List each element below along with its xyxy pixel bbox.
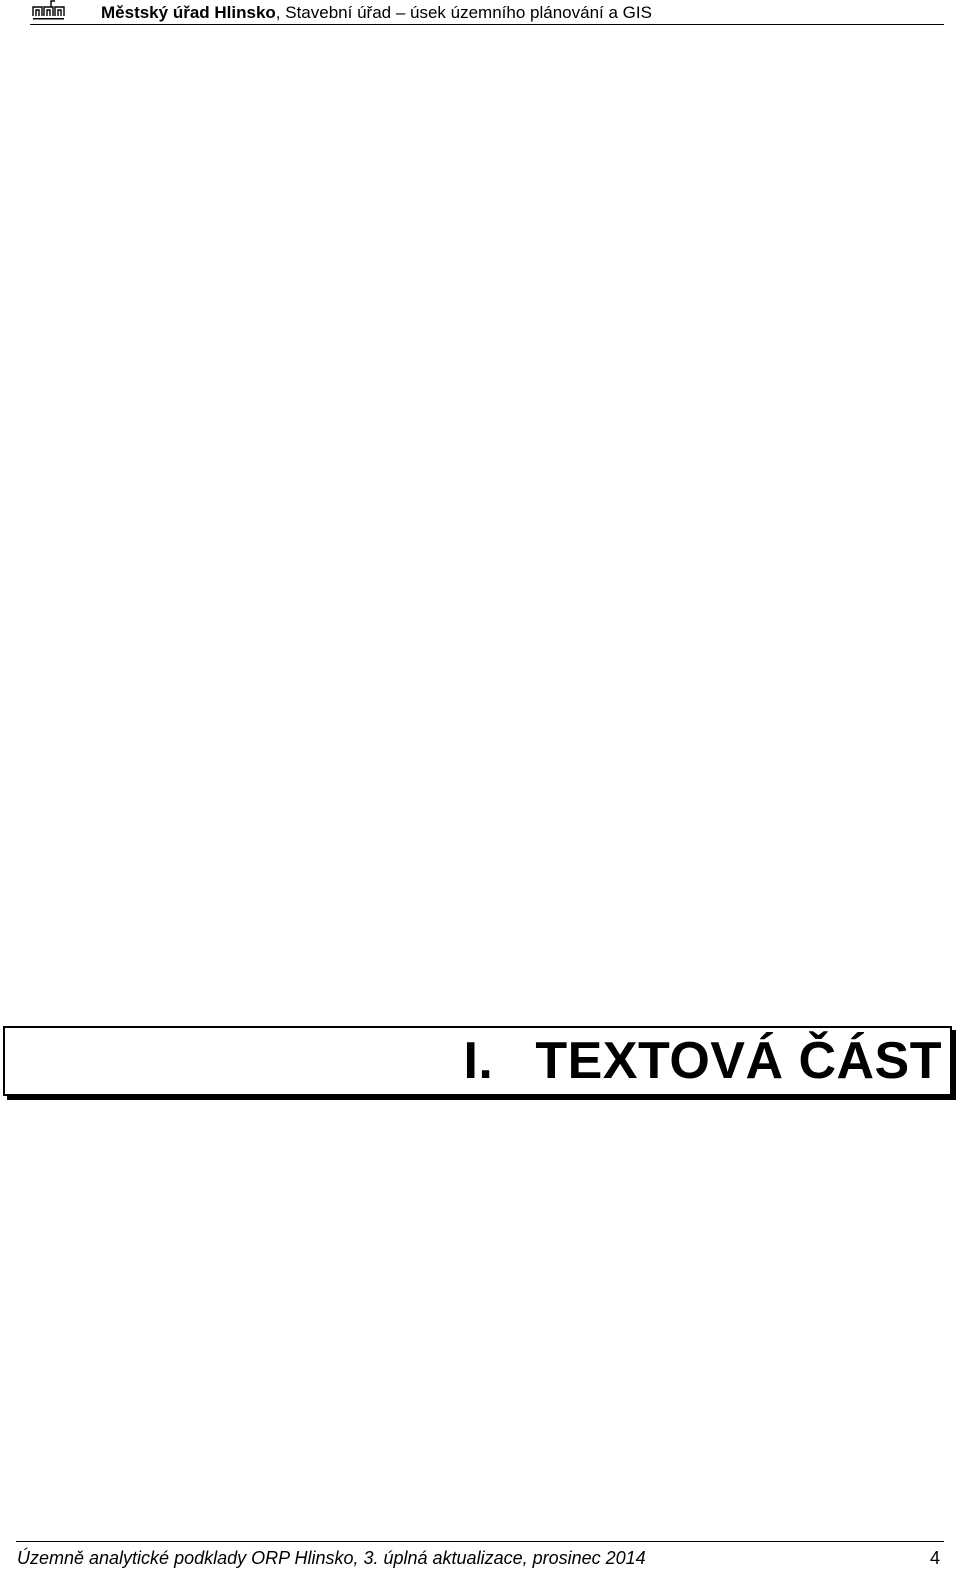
page-number: 4 — [929, 1548, 940, 1568]
section-heading: I. TEXTOVÁ ČÁST — [463, 1032, 942, 1090]
page-footer: Územně analytické podklady ORP Hlinsko, … — [16, 1541, 944, 1572]
page-header: Městský úřad Hlinsko, Stavební úřad – ús… — [30, 0, 944, 25]
header-department: Stavební úřad – úsek územního plánování … — [285, 3, 652, 22]
section-title: TEXTOVÁ ČÁST — [535, 1032, 942, 1090]
header-organization: Městský úřad Hlinsko — [101, 3, 276, 22]
section-heading-box: I. TEXTOVÁ ČÁST — [3, 1026, 952, 1096]
header-title: Městský úřad Hlinsko, Stavební úřad – ús… — [101, 3, 652, 23]
section-number: I. — [463, 1032, 494, 1090]
footer-document-title: Územně analytické podklady ORP Hlinsko, … — [17, 1548, 646, 1568]
header-separator: , — [275, 3, 281, 22]
town-hall-logo-icon — [32, 0, 65, 20]
